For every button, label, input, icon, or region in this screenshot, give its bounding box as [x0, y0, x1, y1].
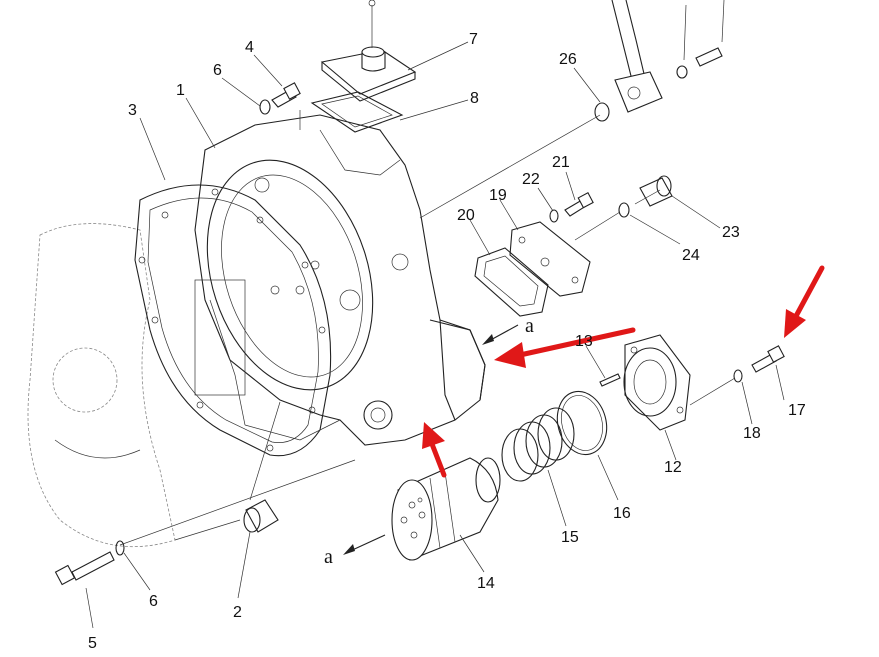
part-label-16: 16 [613, 505, 631, 522]
part-label-20: 20 [457, 207, 475, 224]
filter-element-14 [391, 457, 501, 561]
o-ring-24 [618, 202, 630, 218]
gasket-8 [310, 91, 404, 133]
arrow-pointing-housing-port [494, 327, 636, 368]
plate-19 [509, 221, 591, 297]
part-label-21: 21 [552, 154, 570, 171]
part-label-14: 14 [477, 575, 495, 592]
flywheel-housing-1 [194, 114, 486, 446]
cover-plate-7 [320, 0, 417, 102]
washer-18 [733, 369, 743, 383]
part-label-1: 1 [176, 82, 185, 99]
o-ring-26 [594, 102, 610, 122]
assembly-lines [119, 110, 736, 546]
part-label-12: 12 [664, 459, 682, 476]
part-label-15: 15 [561, 529, 579, 546]
callout-leaders [85, 41, 785, 629]
part-label-22: 22 [522, 171, 540, 188]
part-label-26: 26 [559, 51, 577, 68]
washer-6-top [259, 99, 271, 115]
part-label-3: 3 [128, 102, 137, 119]
engine-block-outline [27, 223, 176, 548]
section-mark-upper-label: a [525, 315, 534, 337]
bolt-21 [564, 192, 594, 217]
part-labels: 1 2 3 4 5 6 6 7 8 12 13 14 15 16 17 18 1… [88, 31, 806, 652]
arrow-pointing-filter-bore [422, 422, 447, 478]
dowel-pin-13 [599, 373, 621, 387]
bolt-4 [271, 82, 301, 108]
section-marker-lower [343, 534, 386, 555]
part-label-6-top: 6 [213, 62, 222, 79]
spring-15 [501, 407, 575, 482]
part-label-23: 23 [722, 224, 740, 241]
washer-6-bottom [115, 540, 125, 556]
arrow-pointing-bolt-17 [784, 265, 825, 338]
part-label-19: 19 [489, 187, 507, 204]
part-label-24: 24 [682, 247, 700, 264]
gasket-20 [474, 247, 549, 317]
gasket-3 [134, 184, 332, 457]
section-mark-lower-label: a [324, 546, 333, 568]
part-label-8: 8 [470, 90, 479, 107]
washer-22 [549, 209, 559, 223]
part-label-7: 7 [469, 31, 478, 48]
pipe-elbow [611, 0, 725, 113]
part-label-18: 18 [743, 425, 761, 442]
fitting-23 [639, 175, 673, 207]
part-label-2: 2 [233, 604, 242, 621]
cover-12 [623, 334, 691, 431]
part-label-5: 5 [88, 635, 97, 652]
bolt-17 [751, 345, 785, 373]
part-label-13: 13 [575, 333, 593, 350]
bolt-5 [54, 551, 115, 586]
o-ring-16 [556, 390, 608, 456]
part-label-6-bottom: 6 [149, 593, 158, 610]
plug-2 [243, 499, 279, 533]
section-marker-upper [482, 324, 519, 345]
part-label-17: 17 [788, 402, 806, 419]
part-label-4: 4 [245, 39, 254, 56]
